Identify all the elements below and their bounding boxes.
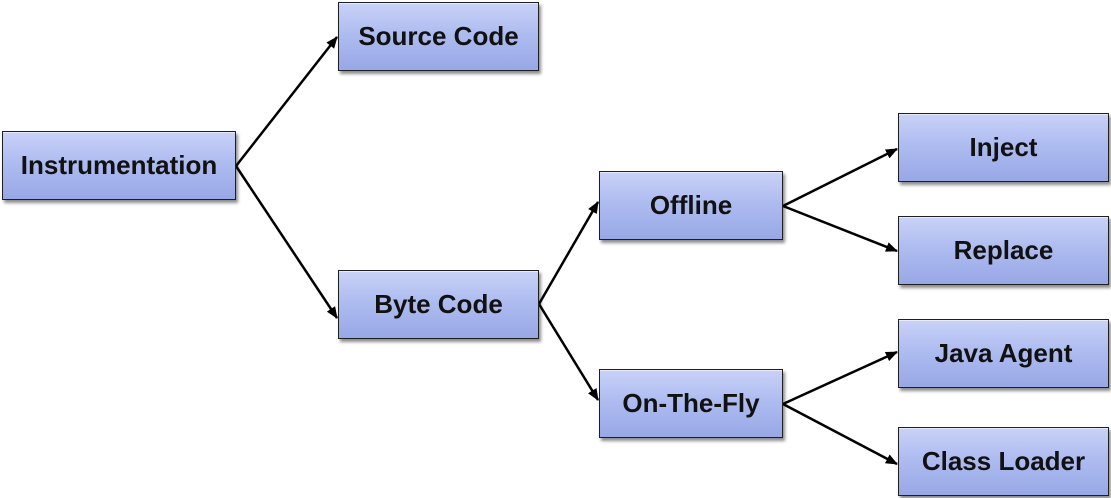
node-class-loader-label: Class Loader <box>921 446 1086 476</box>
edge-instrumentation-to-byte-code <box>234 165 339 319</box>
node-instrumentation-label: Instrumentation <box>20 150 218 180</box>
node-replace-label: Replace <box>953 235 1054 265</box>
node-byte-code-label: Byte Code <box>374 289 503 319</box>
edge-instrumentation-to-source-code <box>235 36 338 167</box>
edge-offline-to-replace <box>782 204 898 253</box>
node-class-loader: Class Loader <box>898 427 1109 496</box>
edge-offline-to-inject <box>782 147 898 208</box>
node-java-agent-label: Java Agent <box>934 338 1073 368</box>
node-source-code: Source Code <box>338 2 539 71</box>
node-inject-label: Inject <box>969 132 1038 162</box>
node-instrumentation: Instrumentation <box>2 131 236 200</box>
node-java-agent: Java Agent <box>898 319 1109 388</box>
node-on-the-fly-label: On-The-Fly <box>622 388 760 418</box>
node-offline: Offline <box>599 171 783 240</box>
node-replace: Replace <box>898 216 1109 285</box>
node-inject: Inject <box>898 113 1109 182</box>
edge-on-the-fly-to-java-agent <box>782 350 898 406</box>
edge-byte-code-to-offline <box>537 201 600 305</box>
edge-byte-code-to-on-the-fly <box>537 303 600 401</box>
node-on-the-fly: On-The-Fly <box>599 369 783 438</box>
node-source-code-label: Source Code <box>358 21 519 51</box>
node-byte-code: Byte Code <box>338 270 539 339</box>
edge-on-the-fly-to-class-loader <box>782 402 898 466</box>
node-offline-label: Offline <box>649 190 733 220</box>
